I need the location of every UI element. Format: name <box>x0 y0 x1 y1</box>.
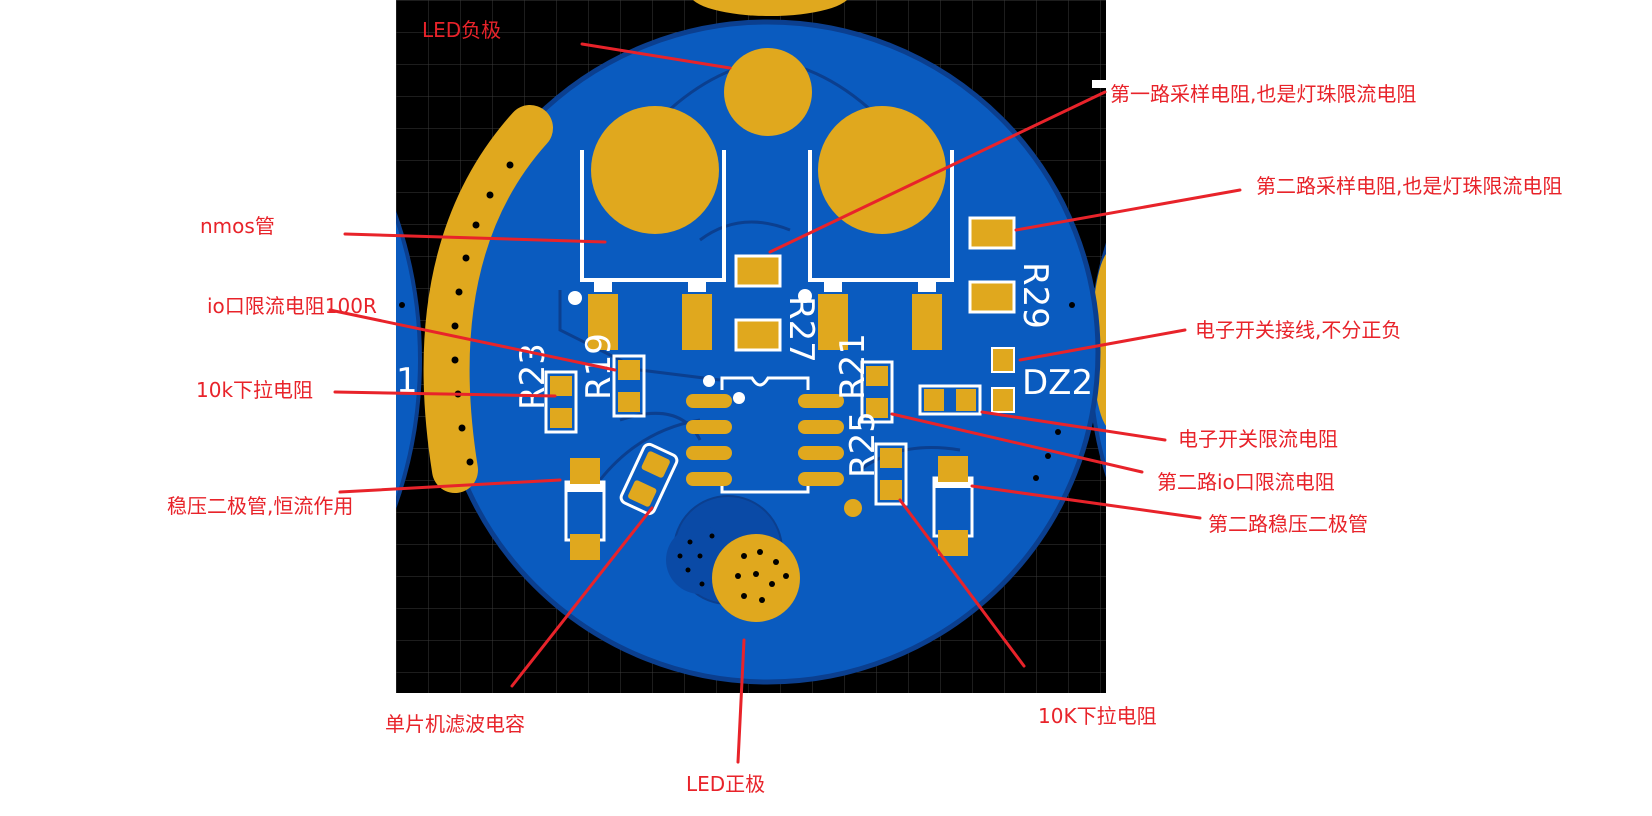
nmos-leg <box>818 294 848 350</box>
leader-sample2 <box>1014 188 1242 232</box>
mcu-pins-left <box>686 394 732 486</box>
resistor-r21 <box>860 360 894 424</box>
leader-led-neg <box>580 42 732 70</box>
leader-zener <box>338 478 562 494</box>
mcu-filter-capacitor <box>619 442 679 516</box>
leader-zener2 <box>970 484 1202 520</box>
leader-switch-wire <box>1018 328 1187 362</box>
silk-r25: R25 <box>843 411 883 478</box>
callout-io2-limit-resistor: 第二路io口限流电阻 <box>1157 470 1335 494</box>
callout-leader-lines <box>328 42 1242 764</box>
silk-dz2: DZ2 <box>1022 363 1093 403</box>
nmos-pad-right <box>818 106 946 234</box>
nmos-outline-left <box>580 150 726 282</box>
silk-r21: R21 <box>833 333 873 400</box>
callout-switch-limit-resistor: 电子开关限流电阻 <box>1178 427 1338 451</box>
silk-r27: R27 <box>781 296 821 363</box>
callout-pulldown-10k-b: 10K下拉电阻 <box>1038 704 1157 728</box>
callout-led-negative: LED负极 <box>422 18 502 42</box>
led-positive-pad <box>712 534 800 622</box>
leader-pulldown10k <box>333 390 557 398</box>
neighbor-board-left <box>396 211 422 509</box>
callout-zener-diode: 稳压二极管,恒流作用 <box>167 494 354 518</box>
silk-r29: R29 <box>1015 262 1055 329</box>
led-negative-pad <box>724 48 812 136</box>
leader-io2-limit <box>890 412 1144 474</box>
resistor-r25 <box>874 442 908 506</box>
resistor-r23 <box>544 370 578 434</box>
silk-one: 1 <box>396 361 418 401</box>
resistor-r19 <box>612 354 646 418</box>
mcu-pins-right <box>798 394 844 486</box>
callout-zener-diode-2: 第二路稳压二极管 <box>1208 512 1368 536</box>
callout-switch-wiring: 电子开关接线,不分正负 <box>1195 318 1402 342</box>
switch-pad <box>991 387 1015 413</box>
callout-sample-resistor-2: 第二路采样电阻,也是灯珠限流电阻 <box>1256 174 1563 198</box>
top-copper-partial <box>693 0 847 16</box>
nmos-pad-left <box>591 106 719 234</box>
leader-sample1 <box>768 90 1107 254</box>
arc-copper-trace <box>423 105 553 493</box>
leader-pulldown10k-b <box>898 498 1026 668</box>
callout-mcu-filter-capacitor: 单片机滤波电容 <box>385 712 525 736</box>
switch-pad <box>991 347 1015 373</box>
neighbor-board-right <box>1088 242 1106 478</box>
callout-pulldown-10k: 10k下拉电阻 <box>196 378 314 402</box>
leader-switch-limit <box>980 410 1167 442</box>
callout-sample-resistor-1: 第一路采样电阻,也是灯珠限流电阻 <box>1110 82 1417 106</box>
nmos-leg <box>912 294 942 350</box>
nmos-leg <box>682 294 712 350</box>
resistor-r29 <box>968 216 1016 250</box>
callout-led-positive: LED正极 <box>686 772 766 796</box>
leader-led-pos <box>736 638 746 764</box>
leader-mcu-cap <box>510 506 654 688</box>
resistor-r27 <box>734 254 782 288</box>
resistor-r27 <box>734 318 782 352</box>
nmos-outline-right <box>808 150 954 282</box>
nmos-leg <box>588 294 618 350</box>
resistor-r29 <box>968 280 1016 314</box>
callout-nmos: nmos管 <box>200 214 275 238</box>
switch-limit-resistor <box>918 384 982 416</box>
leader-nmos <box>343 232 607 244</box>
callout-io-limit-resistor: io口限流电阻100R <box>207 294 377 318</box>
leader-io-limit <box>328 308 617 372</box>
